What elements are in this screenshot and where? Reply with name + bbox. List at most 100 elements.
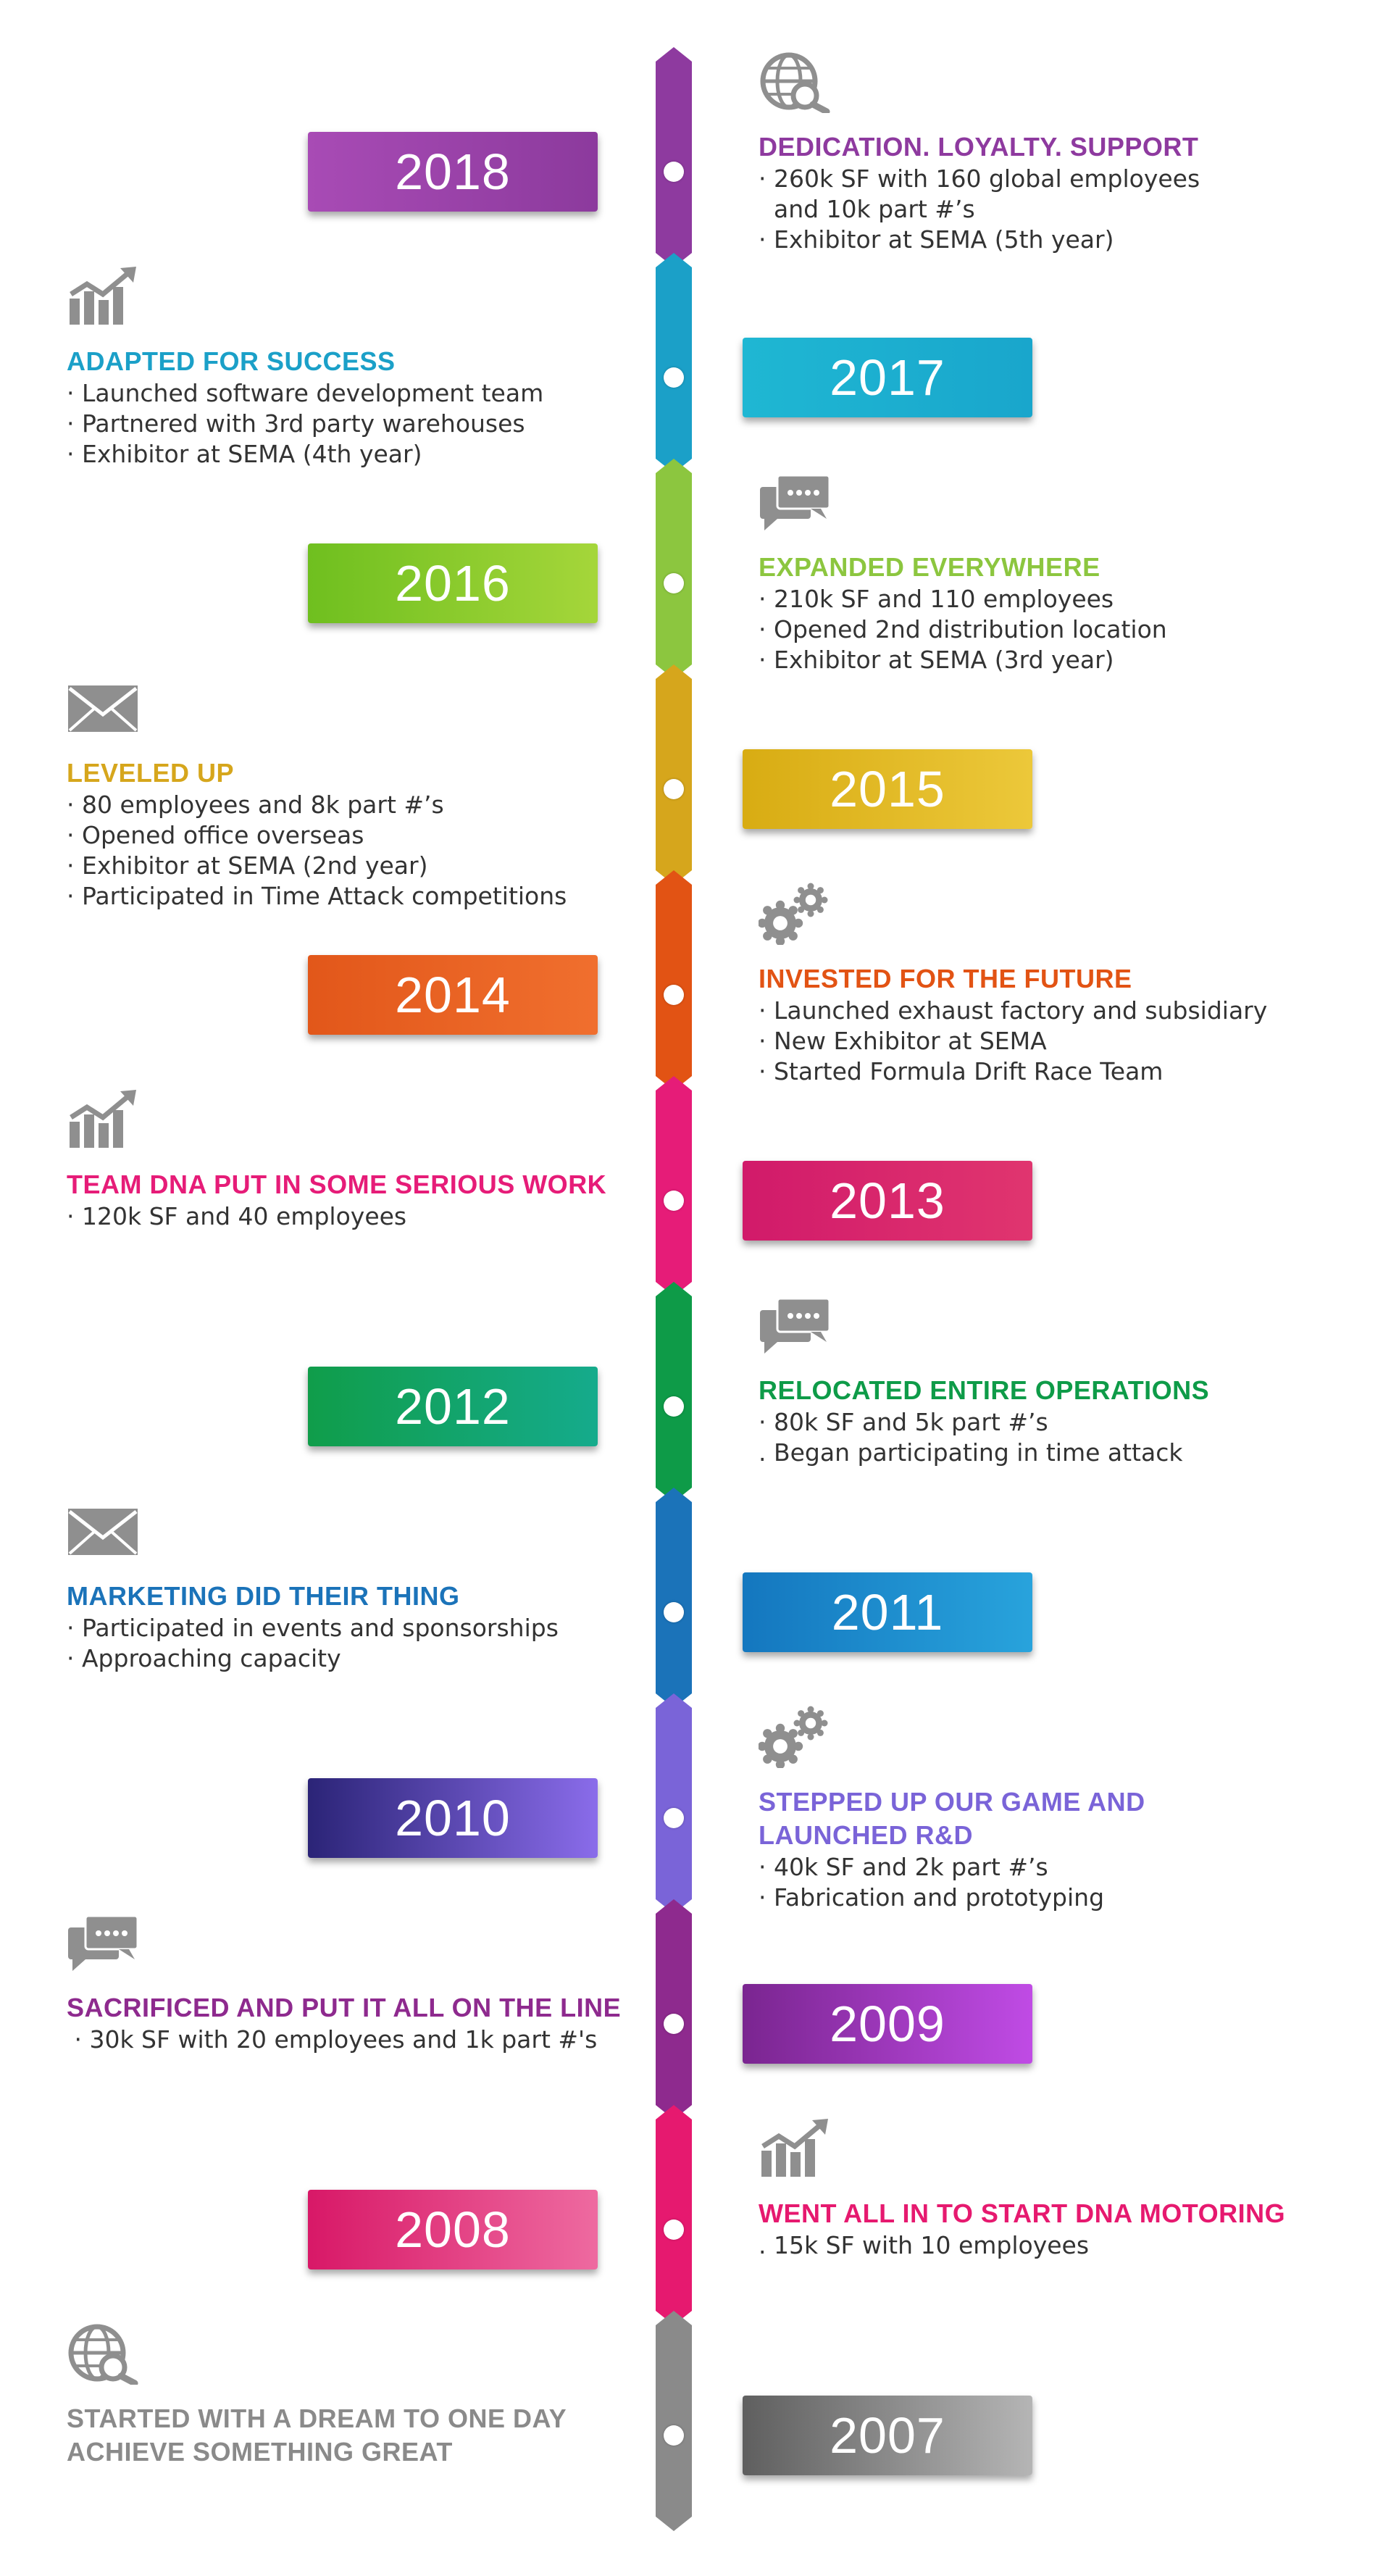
- bullet-item: . Began participating in time attack: [759, 1438, 1183, 1467]
- growth-chart-icon: [67, 265, 139, 328]
- bullet-item: · 260k SF with 160 global employees: [759, 164, 1200, 193]
- timeline-segment-2014: [656, 870, 692, 1091]
- milestone-2013: TEAM DNA PUT IN SOME SERIOUS WORK · 120k …: [67, 1168, 661, 1232]
- bullet-item: · Partnered with 3rd party warehouses: [67, 409, 525, 438]
- milestone-heading: STARTED WITH A DREAM TO ONE DAY ACHIEVE …: [67, 2404, 567, 2467]
- bullet-item: · Exhibitor at SEMA (4th year): [67, 440, 422, 468]
- milestone-2008: WENT ALL IN TO START DNA MOTORING . 15k S…: [759, 2197, 1353, 2261]
- milestone-bullets: . 15k SF with 10 employees: [759, 2230, 1353, 2261]
- milestone-heading: SACRIFICED AND PUT IT ALL ON THE LINE: [67, 1993, 622, 2022]
- bullet-item: · 210k SF and 110 employees: [759, 585, 1114, 613]
- milestone-bullets: · 260k SF with 160 global employees and …: [759, 164, 1353, 255]
- milestone-bullets: · 120k SF and 40 employees: [67, 1201, 661, 1232]
- year-label-2010: 2010: [308, 1778, 598, 1858]
- year-label-2014: 2014: [308, 955, 598, 1035]
- bullet-item: · Participated in Time Attack competitio…: [67, 882, 567, 910]
- timeline-segment-2013: [656, 1076, 692, 1296]
- year-label-2015: 2015: [743, 749, 1032, 829]
- timeline-dot-2008: [664, 2219, 684, 2240]
- timeline-dot-2016: [664, 573, 684, 593]
- milestone-2007: STARTED WITH A DREAM TO ONE DAY ACHIEVE …: [67, 2402, 661, 2469]
- milestone-bullets: · 80 employees and 8k part #’s· Opened o…: [67, 790, 661, 912]
- timeline-dot-2012: [664, 1396, 684, 1417]
- globe-search-icon: [759, 51, 831, 115]
- milestone-2011: MARKETING DID THEIR THING · Participated …: [67, 1580, 661, 1674]
- globe-search-icon: [67, 2322, 139, 2387]
- milestone-2017: ADAPTED FOR SUCCESS· Launched software d…: [67, 345, 661, 470]
- timeline-segment-2011: [656, 1488, 692, 1708]
- milestone-heading: DEDICATION. LOYALTY. SUPPORT: [759, 132, 1199, 162]
- milestone-bullets: · 40k SF and 2k part #’s· Fabrication an…: [759, 1852, 1353, 1913]
- envelope-icon: [67, 1500, 139, 1562]
- timeline-segment-2008: [656, 2105, 692, 2325]
- year-label-2009: 2009: [743, 1984, 1032, 2064]
- milestone-heading: EXPANDED EVERYWHERE: [759, 552, 1100, 582]
- chat-bubbles-icon: [67, 1912, 139, 1974]
- timeline-segment-2009: [656, 1899, 692, 2119]
- growth-chart-icon: [759, 2117, 831, 2180]
- bullet-item: · Approaching capacity: [67, 1644, 341, 1672]
- year-label-2017: 2017: [743, 338, 1032, 417]
- year-label-2012: 2012: [308, 1367, 598, 1446]
- milestone-heading: TEAM DNA PUT IN SOME SERIOUS WORK: [67, 1170, 607, 1199]
- milestone-bullets: · 30k SF with 20 employees and 1k part #…: [67, 2025, 661, 2055]
- bullet-item: · Participated in events and sponsorship…: [67, 1614, 559, 1642]
- milestone-2012: RELOCATED ENTIRE OPERATIONS· 80k SF and …: [759, 1374, 1353, 1468]
- milestone-2009: SACRIFICED AND PUT IT ALL ON THE LINE · …: [67, 1991, 661, 2055]
- milestone-2018: DEDICATION. LOYALTY. SUPPORT· 260k SF wi…: [759, 130, 1353, 255]
- timeline-segment-2018: [656, 47, 692, 267]
- milestone-2016: EXPANDED EVERYWHERE· 210k SF and 110 emp…: [759, 551, 1353, 675]
- timeline-segment-2007: [656, 2311, 692, 2531]
- year-label-2013: 2013: [743, 1161, 1032, 1241]
- milestone-2014: INVESTED FOR THE FUTURE · Launched exhaus…: [759, 962, 1353, 1087]
- timeline-segment-2012: [656, 1282, 692, 1502]
- year-label-2018: 2018: [308, 132, 598, 212]
- bullet-item: · New Exhibitor at SEMA: [759, 1027, 1047, 1055]
- milestone-heading: WENT ALL IN TO START DNA MOTORING: [759, 2198, 1286, 2228]
- bullet-item: · Exhibitor at SEMA (2nd year): [67, 851, 428, 880]
- bullet-item: · 40k SF and 2k part #’s: [759, 1853, 1048, 1881]
- timeline-segment-2015: [656, 664, 692, 885]
- bullet-item: · 120k SF and 40 employees: [67, 1202, 407, 1230]
- timeline-dot-2007: [664, 2425, 684, 2446]
- bullet-item: · Exhibitor at SEMA (5th year): [759, 225, 1114, 254]
- chat-bubbles-icon: [759, 1294, 831, 1356]
- bullet-item: · Opened 2nd distribution location: [759, 615, 1167, 643]
- milestone-heading: MARKETING DID THEIR THING: [67, 1581, 460, 1611]
- timeline-dot-2010: [664, 1808, 684, 1828]
- growth-chart-icon: [67, 1088, 139, 1151]
- bullet-item: · 30k SF with 20 employees and 1k part #…: [67, 2025, 598, 2054]
- envelope-icon: [67, 677, 139, 739]
- milestone-bullets: · 80k SF and 5k part #’s. Began particip…: [759, 1407, 1353, 1468]
- gears-icon: [757, 1706, 831, 1770]
- timeline-dot-2011: [664, 1602, 684, 1622]
- milestone-bullets: · Launched exhaust factory and subsidiar…: [759, 996, 1353, 1087]
- bullet-item: · Fabrication and prototyping: [759, 1883, 1105, 1912]
- milestone-bullets: · 210k SF and 110 employees· Opened 2nd …: [759, 584, 1353, 675]
- year-label-2016: 2016: [308, 543, 598, 623]
- timeline-dot-2013: [664, 1191, 684, 1211]
- timeline-dot-2014: [664, 985, 684, 1005]
- year-label-2007: 2007: [743, 2396, 1032, 2475]
- timeline-dot-2017: [664, 367, 684, 388]
- gears-icon: [757, 883, 831, 946]
- timeline-dot-2015: [664, 779, 684, 799]
- milestone-heading: LEVELED UP: [67, 758, 235, 788]
- bullet-item: · Launched exhaust factory and subsidiar…: [759, 996, 1268, 1025]
- milestone-heading: INVESTED FOR THE FUTURE: [759, 964, 1132, 993]
- year-label-2011: 2011: [743, 1572, 1032, 1652]
- bullet-item: . 15k SF with 10 employees: [759, 2231, 1090, 2259]
- chat-bubbles-icon: [759, 471, 831, 533]
- timeline-dot-2018: [664, 162, 684, 182]
- bullet-item: · Exhibitor at SEMA (3rd year): [759, 646, 1114, 674]
- bullet-item: · 80k SF and 5k part #’s: [759, 1408, 1048, 1436]
- timeline-dot-2009: [664, 2014, 684, 2034]
- timeline-segment-2010: [656, 1693, 692, 1914]
- bullet-item: · Opened office overseas: [67, 821, 364, 849]
- milestone-bullets: · Launched software development team· Pa…: [67, 378, 661, 470]
- year-label-2008: 2008: [308, 2190, 598, 2269]
- timeline-segment-2017: [656, 253, 692, 473]
- bullet-item: · Started Formula Drift Race Team: [759, 1057, 1164, 1085]
- milestone-heading: STEPPED UP OUR GAME AND LAUNCHED R&D: [759, 1787, 1145, 1850]
